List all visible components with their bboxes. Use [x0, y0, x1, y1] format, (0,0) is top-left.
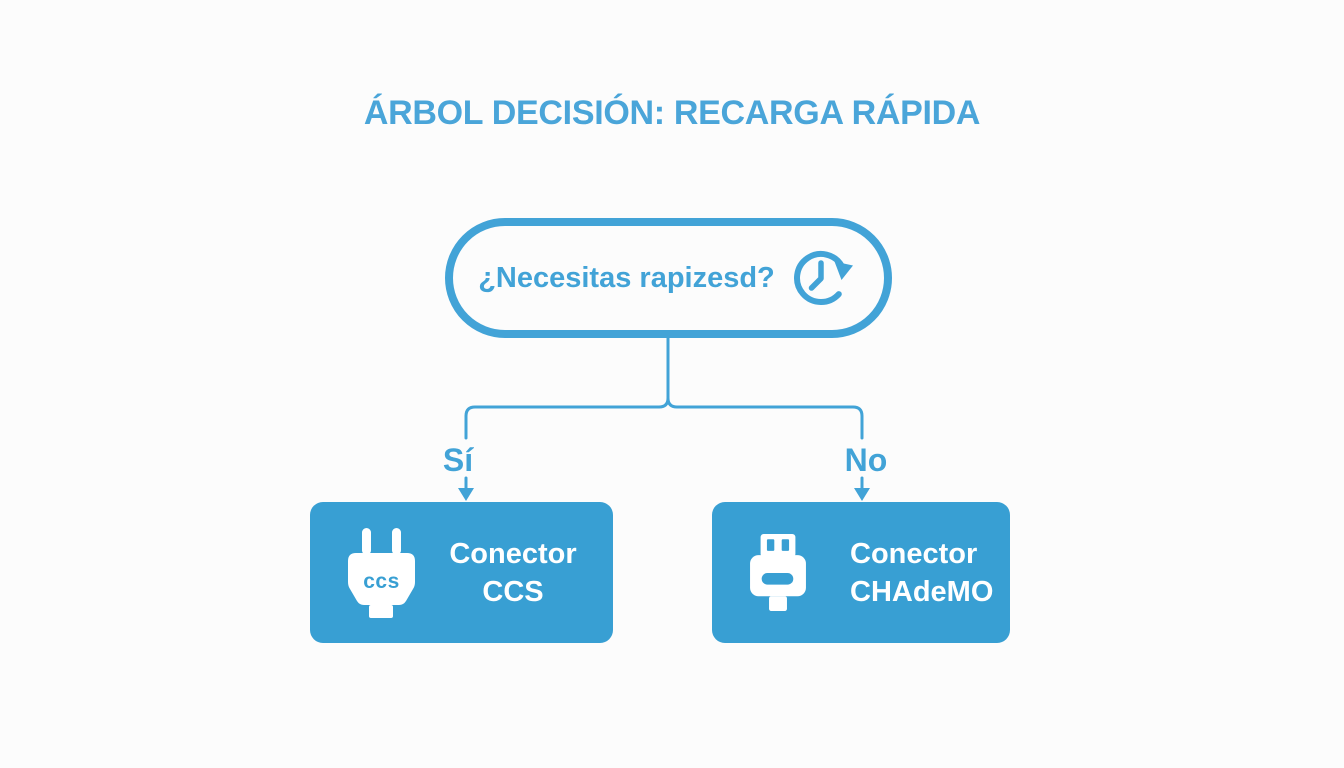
- node-label-line1: Conector: [449, 537, 577, 570]
- branch-line-left: [464, 336, 670, 440]
- result-node-chademo: Conector CHAdeMO: [712, 502, 1010, 643]
- decision-node: ¿Necesitas rapizesd?: [445, 218, 892, 338]
- ccs-icon-label: ccs: [363, 570, 400, 593]
- node-label-line2: CCS: [482, 575, 544, 608]
- page-title: ÁRBOL DECISIÓN: RECARGA RÁPIDA: [363, 94, 981, 132]
- down-arrow-icon: [458, 476, 474, 501]
- node-label-ccs: Conector CCS: [435, 535, 591, 611]
- clock-arrow-icon: [793, 251, 853, 305]
- decision-question: ¿Necesitas rapizesd?: [478, 261, 775, 294]
- result-node-ccs: ccs Conector CCS: [310, 502, 613, 643]
- node-label-chademo: Conector CHAdeMO: [826, 535, 993, 611]
- node-label-line2: CHAdeMO: [850, 575, 994, 608]
- chademo-plug-icon: [750, 534, 806, 611]
- branch-label-no: No: [844, 442, 888, 478]
- node-label-line1: Conector: [850, 537, 978, 570]
- down-arrow-icon: [854, 476, 870, 501]
- branch-line-right: [666, 396, 864, 440]
- branch-label-si: Sí: [442, 442, 474, 478]
- ccs-plug-icon: ccs: [348, 527, 415, 618]
